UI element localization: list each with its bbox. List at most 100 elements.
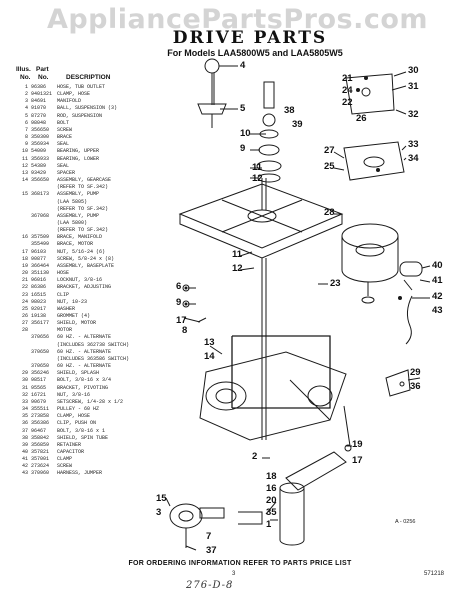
callout-5: 5: [240, 103, 246, 114]
part-description: ASSEMBLY, GEARCASE: [57, 177, 112, 184]
illustration-number: 41: [21, 456, 28, 463]
callout-32: 32: [408, 109, 419, 120]
callout-41: 41: [432, 275, 443, 286]
part-description: ASSEMBLY, PUMP: [57, 191, 100, 198]
part-number: 96467: [31, 427, 47, 434]
callout-40: 40: [432, 260, 443, 271]
part-description: (LAA 5805): [57, 198, 88, 205]
illustration-number: 35: [21, 413, 28, 420]
part-number: 356650: [31, 177, 50, 184]
callout-21: 21: [342, 73, 353, 84]
illustration-number: 10: [21, 148, 28, 155]
callout-1: 1: [266, 519, 272, 530]
part-description: ASSEMBLY, BASEPLATE: [57, 262, 115, 269]
part-description: MANIFOLD: [57, 98, 82, 105]
illustration-number: 11: [21, 155, 28, 162]
part-description: BRACE, MANIFOLD: [57, 234, 103, 241]
part-number: 91070: [31, 105, 47, 112]
part-description: SCREW, 5/8-24 x (8): [57, 255, 115, 262]
parts-row: (INCLUDES 363586 SWITCH): [16, 356, 166, 363]
suspension-bracket: [197, 103, 227, 115]
part-description: RETAINER: [57, 441, 82, 448]
callout-31: 31: [408, 81, 419, 92]
part-description: BOLT: [57, 119, 70, 126]
part-description: CLIP, PUSH ON: [57, 420, 97, 427]
part-description: (INCLUDES 362738 SWITCH): [57, 341, 130, 348]
part-number: 357821: [31, 448, 50, 455]
parts-row: (REFER TO SF.342): [16, 184, 166, 191]
callout-12: 12: [252, 173, 263, 184]
ordering-footer: FOR ORDERING INFORMATION REFER TO PARTS …: [128, 560, 352, 567]
illustration-number: 23: [21, 291, 28, 298]
part-number: 84691: [31, 98, 47, 105]
part-number: 355511: [31, 406, 50, 413]
part-description: (LAA 5800): [57, 219, 88, 226]
callout-9: 9: [240, 143, 246, 154]
part-number: 356177: [31, 320, 50, 327]
part-number: 16515: [31, 291, 47, 298]
parts-row: (LAA 5800): [16, 220, 166, 227]
illustration-number: 16: [21, 234, 28, 241]
illustration-number: 29: [21, 370, 28, 377]
illustration-number: 8: [24, 134, 28, 141]
part-number: 95565: [31, 384, 47, 391]
callout-30: 30: [408, 65, 419, 76]
part-description: GROMMET (4): [57, 313, 91, 319]
baseplate: [285, 451, 347, 491]
part-number: 87270: [31, 112, 47, 119]
handwritten-note: 276-D-8: [186, 580, 234, 591]
illustration-number: 5: [24, 112, 28, 119]
page-title: DRIVE PARTS: [172, 28, 328, 48]
part-description: ASSEMBLY, PUMP: [57, 212, 100, 219]
parts-row: (INCLUDES 362738 SWITCH): [16, 342, 166, 349]
illustration-number: 32: [21, 391, 28, 398]
part-description: 60 HZ. - ALTERNATE: [57, 348, 112, 355]
part-number: 90679: [31, 398, 47, 405]
part-number: 16721: [31, 391, 47, 398]
part-description: 60 HZ. - ALTERNATE: [57, 334, 112, 341]
illustration-number: 34: [21, 406, 28, 413]
callout-15: 15: [156, 493, 167, 504]
motor-shield: [343, 141, 405, 181]
part-number: 96016: [31, 277, 47, 284]
hose-tub-outlet: [279, 488, 305, 546]
document-code: 571218: [424, 571, 445, 577]
page-number: 3: [232, 571, 236, 577]
part-number: 9401321: [31, 91, 53, 98]
callout-33: 33: [408, 139, 419, 150]
part-number: 98517: [31, 377, 47, 384]
illustration-number: 33: [21, 398, 28, 405]
callout-16: 16: [266, 483, 277, 494]
part-description: SCREW: [57, 126, 73, 133]
callout-6: 6: [176, 281, 182, 292]
illustration-number: 27: [21, 320, 28, 327]
illustration-number: 26: [21, 313, 28, 319]
callout-19: 19: [352, 439, 363, 450]
callout-20: 20: [266, 495, 277, 506]
splash-shield: [385, 369, 411, 397]
part-description: LOCKNUT, 3/8-16: [57, 277, 103, 284]
part-number: 54009: [31, 148, 47, 155]
belt: [232, 335, 331, 409]
part-number: 370650: [31, 363, 50, 370]
callout-17: 17: [176, 315, 187, 326]
part-description: BALL, SUSPENSION (3): [57, 105, 118, 112]
hose-small: [238, 511, 263, 525]
